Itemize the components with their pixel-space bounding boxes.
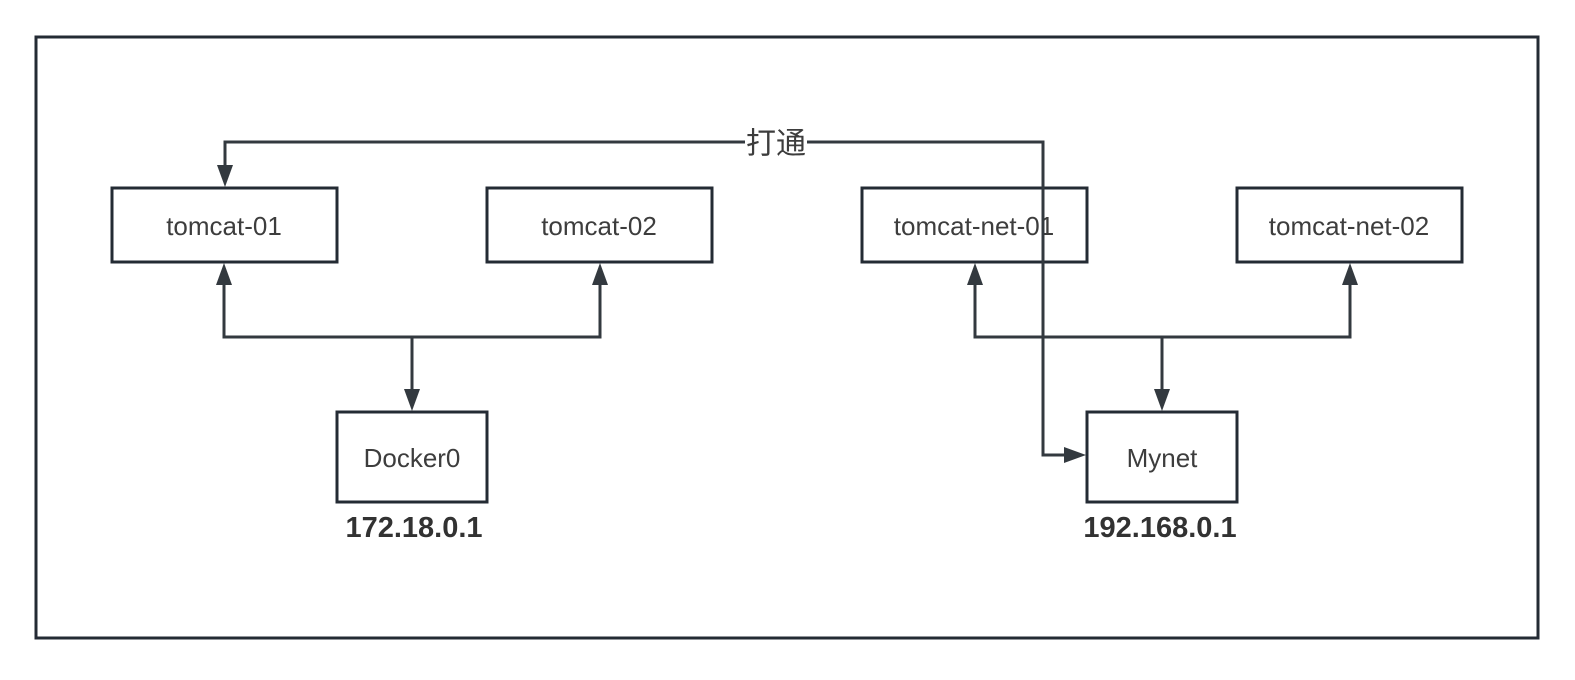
tomcat-02-box [485, 186, 714, 264]
node-tomcat-net-01: tomcat-net-01 [860, 186, 1089, 264]
node-tomcat-net-02: tomcat-net-02 [1235, 186, 1464, 264]
tomcat-01-box [110, 186, 339, 264]
arrow-down-mynet-icon [1154, 389, 1170, 411]
arrow-up-tomcat-net-01-icon [967, 263, 983, 285]
mynet-label: Mynet [1127, 443, 1199, 473]
diagram-border [34, 35, 1540, 640]
bridge-label-backing [745, 126, 807, 160]
arrow-down-tomcat-01-icon [217, 165, 233, 187]
tomcat-net-02-box [1235, 186, 1464, 264]
arrow-down-docker0-icon [404, 389, 420, 411]
mynet-junction-bar [973, 267, 1352, 339]
docker0-box [335, 410, 489, 504]
arrow-up-tomcat-02-icon [592, 263, 608, 285]
bridge-label: 打通 [746, 128, 806, 161]
tomcat-02-label: tomcat-02 [541, 211, 657, 241]
docker0-ip-label: 172.18.0.1 [345, 512, 482, 544]
mynet-box [1085, 410, 1239, 504]
tomcat-net-01-label: tomcat-net-01 [894, 211, 1054, 241]
tomcat-01-label: tomcat-01 [166, 211, 282, 241]
docker0-junction-bar [222, 267, 602, 339]
tomcat-net-02-label: tomcat-net-02 [1269, 211, 1429, 241]
tomcat-net-01-box [860, 186, 1089, 264]
node-tomcat-01: tomcat-01 [110, 186, 339, 264]
arrow-up-tomcat-01-icon [216, 263, 232, 285]
docker0-connector [216, 263, 608, 411]
node-mynet: Mynet [1085, 410, 1239, 504]
mynet-connector [967, 263, 1358, 411]
docker0-label: Docker0 [364, 443, 461, 473]
arrow-right-mynet-icon [1064, 447, 1086, 463]
mynet-ip-label: 192.168.0.1 [1083, 512, 1236, 544]
node-docker0: Docker0 [335, 410, 489, 504]
bridge-connector: 打通 [217, 126, 1086, 463]
arrow-up-tomcat-net-02-icon [1342, 263, 1358, 285]
bridge-line [223, 140, 1082, 457]
node-tomcat-02: tomcat-02 [485, 186, 714, 264]
